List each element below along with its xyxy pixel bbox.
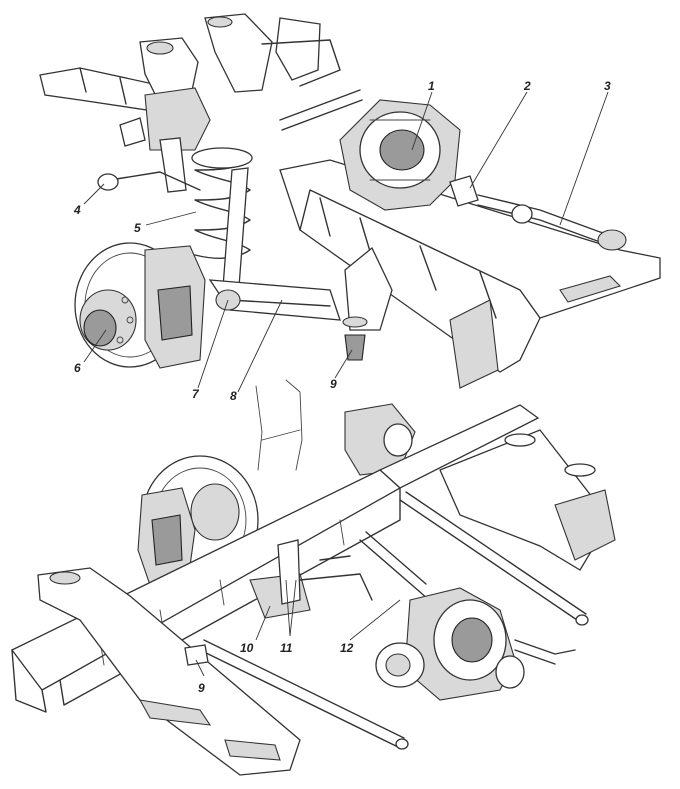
steering-knuckle [97,87,211,193]
callout-12: 12 [340,641,354,655]
lower-frame-rail-right [378,404,616,571]
callout-6: 6 [74,361,81,375]
callout-11: 11 [280,641,293,655]
lower-torsion-bar [199,639,405,749]
callout-10: 10 [240,641,254,655]
brake-lines [255,379,303,471]
callout-5: 5 [134,221,141,235]
lower-assembly: 9 10 11 12 [11,379,616,776]
lower-control-arm-assembly [249,539,373,619]
callout-4: 4 [73,203,81,217]
callout-7: 7 [192,387,200,401]
lower-cross-member [37,567,301,776]
upper-bracket-right [342,246,499,389]
brake-caliper [144,245,206,369]
callout-8: 8 [230,389,237,403]
front-differential [339,99,461,211]
callout-2: 2 [523,79,531,93]
callout-9-bottom: 9 [198,681,205,695]
upper-stabilizer-rod [279,89,363,131]
upper-brackets [139,13,341,105]
upper-cross-rail [279,159,661,373]
lower-rod-right [399,491,587,623]
rear-differential [359,531,576,701]
brake-booster [344,403,416,476]
callout-3: 3 [604,79,611,93]
lower-bump-stop [184,644,209,666]
callout-9-top: 9 [330,377,337,391]
callout-1: 1 [428,79,435,93]
upper-assembly: 1 2 3 4 5 6 7 8 9 [39,13,661,403]
drive-shaft [449,175,627,251]
